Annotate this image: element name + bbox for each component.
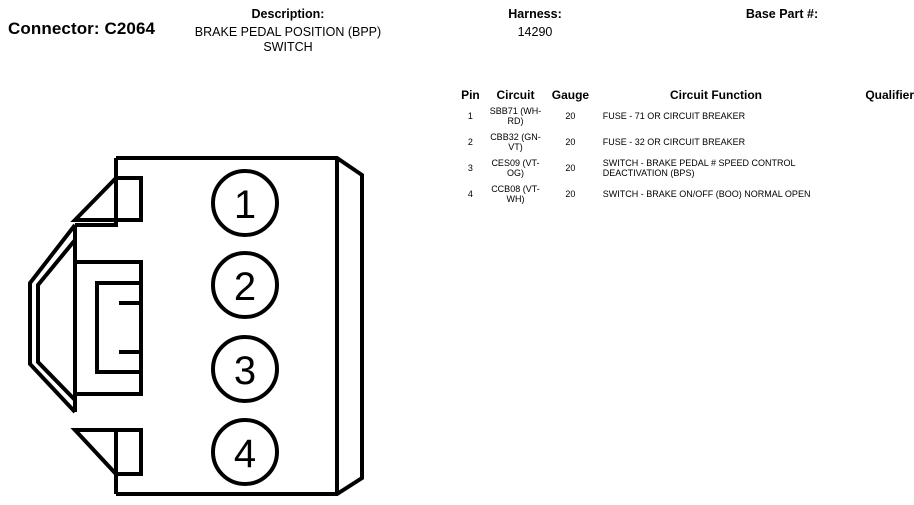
- harness-value: 14290: [517, 25, 553, 39]
- pin-table: Pin Circuit Gauge Circuit Function Quali…: [456, 86, 914, 207]
- pin-label-3: 3: [234, 349, 256, 393]
- table-row: 2 CBB32 (GN-VT) 20 FUSE - 32 OR CIRCUIT …: [456, 129, 914, 155]
- pin-number: 1: [467, 111, 473, 121]
- pin-cavities: [211, 169, 279, 486]
- circuit-function: FUSE - 32 OR CIRCUIT BREAKER: [602, 137, 746, 147]
- qualifier-header: Qualifier: [865, 87, 914, 102]
- wire-gauge: 20: [565, 111, 576, 121]
- circuit-function: SWITCH - BRAKE PEDAL # SPEED CONTROL DEA…: [602, 158, 796, 178]
- pin-number: 4: [467, 189, 473, 199]
- harness-label: Harness:: [508, 7, 562, 21]
- pin-table-header: Pin Circuit Gauge Circuit Function Quali…: [456, 86, 914, 103]
- pin-2-cavity: [211, 251, 279, 319]
- pin-1-cavity: [211, 169, 279, 237]
- circuit-function: FUSE - 71 OR CIRCUIT BREAKER: [602, 111, 746, 121]
- pin-label-2: 2: [234, 265, 256, 309]
- pin-label-4: 4: [234, 432, 256, 476]
- pin-number: 3: [467, 163, 473, 173]
- wire-gauge: 20: [565, 137, 576, 147]
- circuit-function: SWITCH - BRAKE ON/OFF (BOO) NORMAL OPEN: [602, 189, 811, 199]
- circuit-code: SBB71 (WH-RD): [489, 106, 542, 126]
- circuit-code: CES09 (VT-OG): [491, 158, 540, 178]
- pin-labels: 1 2 3 4: [234, 183, 256, 476]
- circuit-header: Circuit: [496, 87, 535, 102]
- pin-number: 2: [467, 137, 473, 147]
- wire-gauge: 20: [565, 163, 576, 173]
- gauge-header: Gauge: [551, 87, 590, 102]
- pin-label-1: 1: [234, 183, 256, 227]
- table-row: 1 SBB71 (WH-RD) 20 FUSE - 71 OR CIRCUIT …: [456, 103, 914, 129]
- circuit-code: CBB32 (GN-VT): [490, 132, 541, 152]
- function-header: Circuit Function: [670, 87, 762, 102]
- pin-header: Pin: [461, 87, 480, 102]
- pin-3-cavity: [211, 335, 279, 403]
- pin-4-cavity: [211, 418, 279, 486]
- description-value: BRAKE PEDAL POSITION (BPP) SWITCH: [194, 25, 382, 54]
- base-part-label: Base Part #:: [745, 7, 819, 21]
- table-row: 4 CCB08 (VT-WH) 20 SWITCH - BRAKE ON/OFF…: [456, 181, 914, 207]
- description-label: Description:: [251, 7, 325, 21]
- connector-title: Connector: C2064: [8, 19, 156, 38]
- table-row: 3 CES09 (VT-OG) 20 SWITCH - BRAKE PEDAL …: [456, 155, 914, 181]
- circuit-code: CCB08 (VT-WH): [491, 184, 540, 204]
- wire-gauge: 20: [565, 189, 576, 199]
- connector-housing: [28, 156, 364, 496]
